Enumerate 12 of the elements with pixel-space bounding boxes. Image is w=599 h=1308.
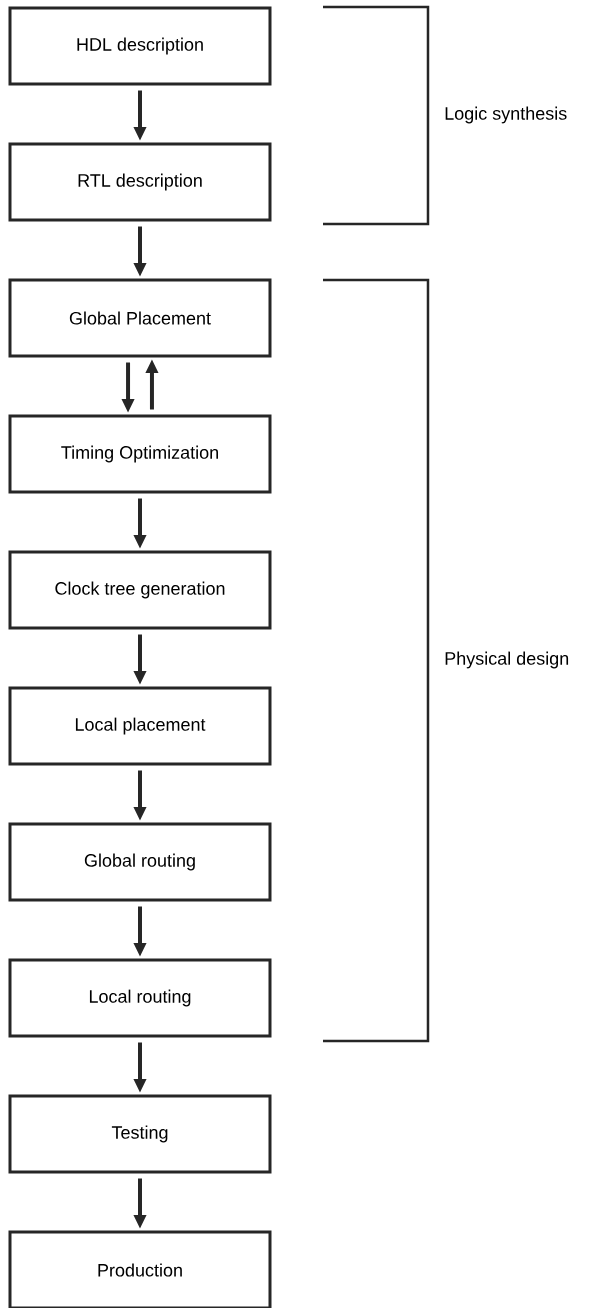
process-box: Testing <box>8 1094 272 1174</box>
process-box: Clock tree generation <box>8 550 272 630</box>
process-box: Timing Optimization <box>8 414 272 494</box>
bracket-label: Logic synthesis <box>445 106 567 124</box>
process-box: Local routing <box>8 958 272 1038</box>
process-box: Local placement <box>8 686 272 766</box>
process-box: Global routing <box>8 822 272 902</box>
process-box: Global Placement <box>8 278 272 358</box>
process-box: Production <box>8 1230 272 1308</box>
process-box: RTL description <box>8 142 272 222</box>
bracket-label: Physical design <box>445 651 569 669</box>
process-box: HDL description <box>8 6 272 86</box>
